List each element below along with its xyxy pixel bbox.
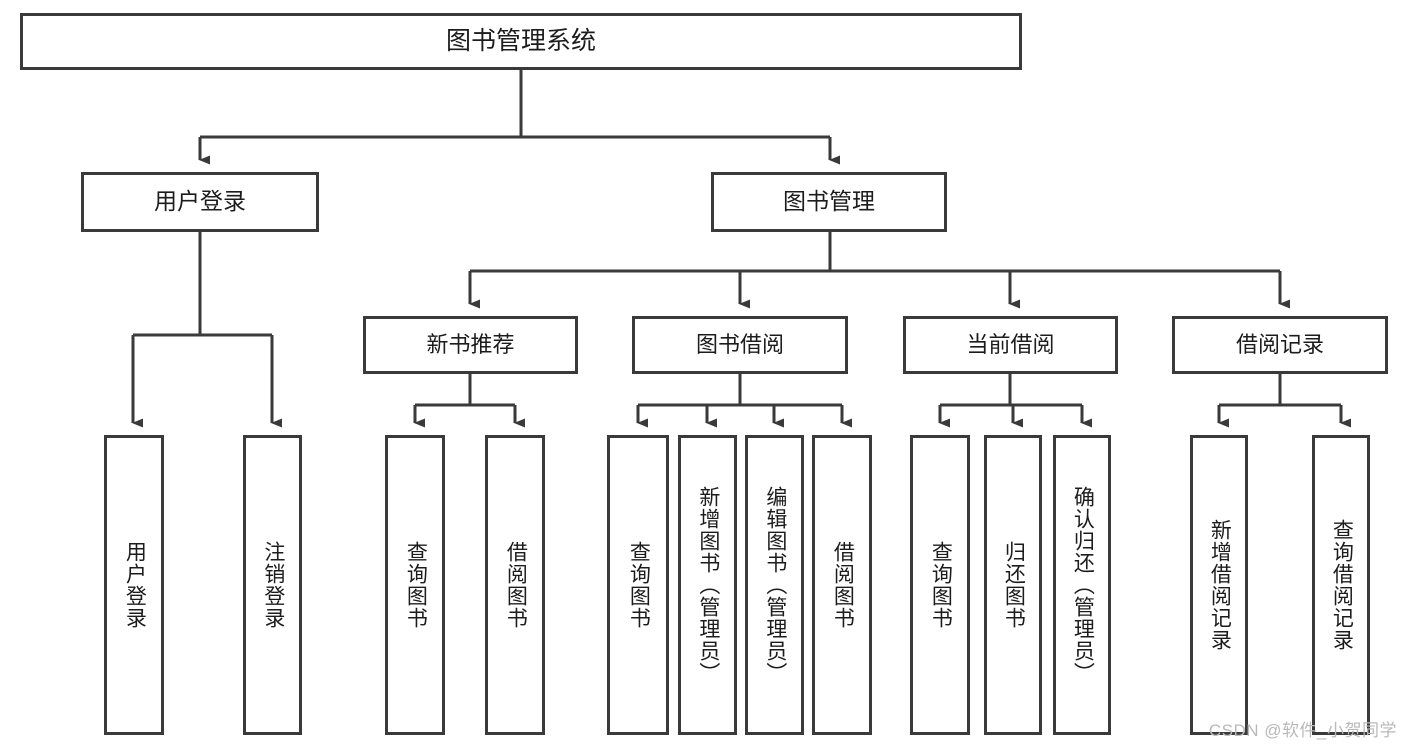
node-level2-3-label: 借阅记录 xyxy=(1235,332,1324,358)
node-level3-0-label: 用户登录 xyxy=(123,541,147,629)
node-level3-2[interactable]: 查询图书 xyxy=(385,435,445,735)
node-level1-1[interactable]: 图书管理 xyxy=(711,172,947,232)
node-level2-0-label: 新书推荐 xyxy=(426,332,515,358)
node-level3-9-label: 归还图书 xyxy=(1002,541,1026,629)
node-level3-4[interactable]: 查询图书 xyxy=(607,435,669,735)
node-level2-1[interactable]: 图书借阅 xyxy=(632,316,848,374)
node-level3-11-label: 新增借阅记录 xyxy=(1208,519,1232,651)
node-level1-1-label: 图书管理 xyxy=(783,188,875,215)
node-root-label: 图书管理系统 xyxy=(445,26,596,55)
node-level3-0[interactable]: 用户登录 xyxy=(104,435,164,735)
node-level3-10-label: 确认归还（管理员） xyxy=(1071,486,1095,684)
node-level2-2[interactable]: 当前借阅 xyxy=(903,316,1118,374)
node-level1-0-label: 用户登录 xyxy=(154,188,246,215)
node-level3-5[interactable]: 新增图书（管理员） xyxy=(678,435,737,735)
node-level3-10[interactable]: 确认归还（管理员） xyxy=(1053,435,1111,735)
node-level1-0[interactable]: 用户登录 xyxy=(81,172,319,232)
node-level2-0[interactable]: 新书推荐 xyxy=(363,316,578,374)
node-level2-1-label: 图书借阅 xyxy=(695,332,784,358)
node-level3-7[interactable]: 借阅图书 xyxy=(812,435,872,735)
node-level3-8[interactable]: 查询图书 xyxy=(910,435,970,735)
node-level3-12[interactable]: 查询借阅记录 xyxy=(1312,435,1370,735)
node-level3-4-label: 查询图书 xyxy=(627,541,651,629)
node-level3-12-label: 查询借阅记录 xyxy=(1330,519,1354,651)
node-level3-6-label: 编辑图书（管理员） xyxy=(763,486,787,684)
watermark-text: CSDN @软件_小贺同学 xyxy=(1208,721,1397,740)
node-level3-3[interactable]: 借阅图书 xyxy=(485,435,545,735)
node-level3-1[interactable]: 注销登录 xyxy=(243,435,302,735)
node-level3-11[interactable]: 新增借阅记录 xyxy=(1190,435,1248,735)
node-level3-3-label: 借阅图书 xyxy=(504,541,528,629)
node-level2-3[interactable]: 借阅记录 xyxy=(1172,316,1388,374)
node-level2-2-label: 当前借阅 xyxy=(966,332,1055,358)
node-level3-5-label: 新增图书（管理员） xyxy=(696,486,720,684)
node-level3-7-label: 借阅图书 xyxy=(831,541,855,629)
node-root[interactable]: 图书管理系统 xyxy=(20,13,1022,70)
node-level3-1-label: 注销登录 xyxy=(261,541,285,629)
node-level3-6[interactable]: 编辑图书（管理员） xyxy=(745,435,804,735)
node-level3-2-label: 查询图书 xyxy=(404,541,428,629)
node-level3-9[interactable]: 归还图书 xyxy=(984,435,1042,735)
node-level3-8-label: 查询图书 xyxy=(929,541,953,629)
